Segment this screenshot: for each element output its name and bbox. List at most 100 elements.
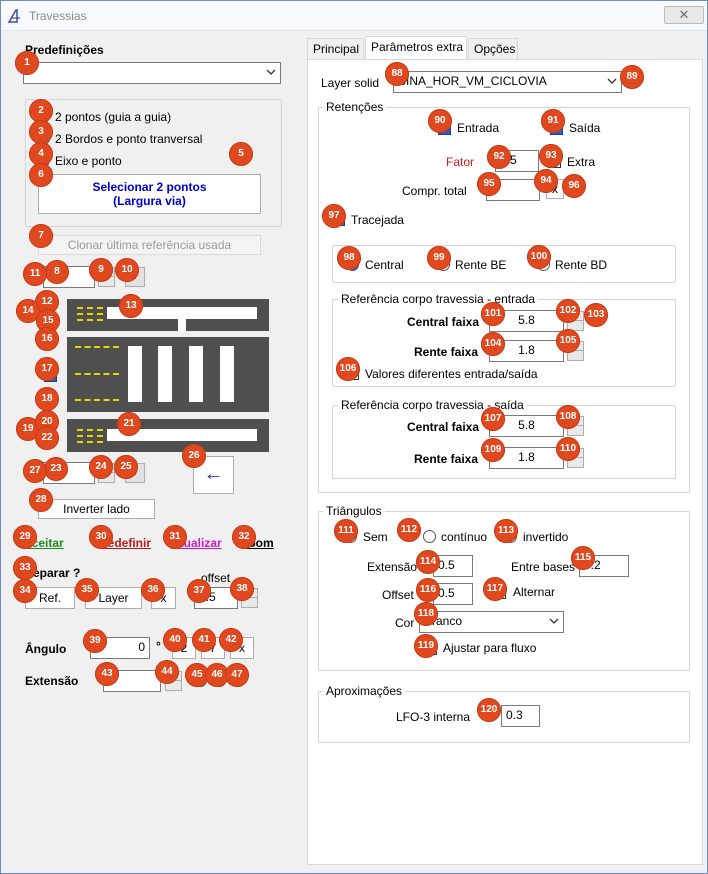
cor-label: Cor bbox=[395, 616, 415, 630]
marker-101: 101 bbox=[481, 302, 505, 326]
ref-button[interactable]: Ref. bbox=[25, 587, 75, 609]
tab-opcoes[interactable]: Opções bbox=[468, 38, 518, 60]
layer-solid-select[interactable]: SINA_HOR_VM_CICLOVIA bbox=[393, 71, 622, 93]
saida-rente-label: Rente faixa bbox=[414, 452, 479, 466]
extra-label: Extra bbox=[567, 155, 596, 169]
continuo-radio[interactable] bbox=[423, 530, 436, 543]
title-bar: Travessias ✕ bbox=[1, 1, 707, 31]
lane-dash-2 bbox=[75, 373, 119, 375]
marker-116: 116 bbox=[416, 578, 440, 602]
separar-x-label: x bbox=[160, 591, 167, 605]
marker-32: 32 bbox=[232, 525, 256, 549]
marker-39: 39 bbox=[83, 629, 107, 653]
arrow-left-button[interactable]: ← bbox=[193, 456, 234, 494]
marker-16: 16 bbox=[35, 327, 59, 351]
stop-line-top-stem bbox=[178, 319, 186, 331]
select-2-points-button[interactable]: Selecionar 2 pontos (Largura via) bbox=[38, 174, 261, 214]
marker-17: 17 bbox=[35, 357, 59, 381]
predef-select[interactable] bbox=[23, 62, 281, 84]
lfo-label: LFO-3 interna bbox=[396, 710, 471, 724]
rente-be-label: Rente BE bbox=[455, 258, 507, 272]
layer-solid-value: SINA_HOR_VM_CICLOVIA bbox=[398, 74, 547, 88]
tri-extensao-label: Extensão bbox=[367, 560, 418, 574]
marker-35: 35 bbox=[75, 578, 99, 602]
marker-6: 6 bbox=[29, 163, 53, 187]
diff-values-label: Valores diferentes entrada/saída bbox=[365, 367, 538, 381]
marker-37: 37 bbox=[187, 579, 211, 603]
marker-114: 114 bbox=[416, 550, 440, 574]
continuo-label: contínuo bbox=[441, 530, 488, 544]
retencoes-group bbox=[318, 107, 690, 493]
dash-line-top-2 bbox=[77, 313, 103, 315]
zebra-stripe-1 bbox=[128, 346, 142, 402]
marker-89: 89 bbox=[620, 65, 644, 89]
tab-parametros-extra[interactable]: Parâmetros extra bbox=[365, 36, 467, 60]
marker-111: 111 bbox=[334, 519, 358, 543]
central-radio-label: Central bbox=[365, 258, 404, 272]
window-title: Travessias bbox=[29, 9, 87, 23]
layer-button-label: Layer bbox=[98, 591, 129, 605]
marker-34: 34 bbox=[13, 579, 37, 603]
app-icon bbox=[8, 9, 20, 23]
marker-42: 42 bbox=[219, 628, 243, 652]
lfo-input[interactable]: 0.3 bbox=[501, 705, 540, 727]
mode-group bbox=[25, 99, 282, 227]
marker-26: 26 bbox=[182, 444, 206, 468]
marker-100: 100 bbox=[527, 245, 551, 269]
saida-central-input[interactable]: 5.8 bbox=[489, 415, 564, 437]
compr-total-x-label: x bbox=[552, 182, 558, 196]
layer-button[interactable]: Layer bbox=[85, 587, 142, 609]
marker-96: 96 bbox=[562, 174, 586, 198]
marker-11: 11 bbox=[23, 262, 47, 286]
angle-button-7-label: 7 bbox=[209, 641, 217, 655]
marker-98: 98 bbox=[337, 246, 361, 270]
marker-24: 24 bbox=[89, 455, 113, 479]
marker-115: 115 bbox=[571, 546, 595, 570]
predef-label: Predefinições bbox=[25, 43, 104, 57]
marker-5: 5 bbox=[229, 142, 253, 166]
marker-4: 4 bbox=[29, 142, 53, 166]
layer-solid-label: Layer solid bbox=[321, 76, 380, 90]
sem-label: Sem bbox=[363, 530, 388, 544]
extensao-label: Extensão bbox=[25, 674, 79, 688]
mode-label-2bordos: 2 Bordos e ponto tranversal bbox=[55, 132, 203, 146]
alinhamento-group bbox=[332, 245, 676, 283]
marker-44: 44 bbox=[155, 660, 179, 684]
marker-30: 30 bbox=[89, 525, 113, 549]
marker-104: 104 bbox=[481, 332, 505, 356]
marker-105: 105 bbox=[556, 329, 580, 353]
saida-rente-value: 1.8 bbox=[518, 450, 535, 464]
marker-107: 107 bbox=[481, 407, 505, 431]
tri-extensao-input[interactable]: 0.5 bbox=[433, 555, 473, 577]
close-button[interactable]: ✕ bbox=[664, 6, 704, 24]
clone-reference-button[interactable]: Clonar última referência usada bbox=[38, 235, 261, 255]
marker-10: 10 bbox=[115, 258, 139, 282]
select-button-line1: Selecionar 2 pontos bbox=[92, 180, 207, 194]
angle-button-2-label: 2 bbox=[180, 641, 188, 655]
tab-principal[interactable]: Principal bbox=[307, 38, 364, 60]
marker-2: 2 bbox=[29, 99, 53, 123]
marker-102: 102 bbox=[556, 299, 580, 323]
lfo-value: 0.3 bbox=[506, 708, 523, 722]
clone-button-label: Clonar última referência usada bbox=[67, 238, 232, 252]
marker-31: 31 bbox=[163, 525, 187, 549]
invert-side-button[interactable]: Inverter lado bbox=[38, 499, 155, 519]
chevron-down-icon bbox=[549, 618, 559, 624]
saida-label: Saída bbox=[569, 121, 601, 135]
marker-27: 27 bbox=[23, 459, 47, 483]
saida-central-value: 5.8 bbox=[518, 418, 535, 432]
marker-7: 7 bbox=[29, 224, 53, 248]
cor-select[interactable]: Branco bbox=[419, 611, 564, 633]
entrada-central-input[interactable]: 5.8 bbox=[489, 310, 564, 332]
aproximacoes-legend: Aproximações bbox=[323, 684, 406, 698]
invertido-label: invertido bbox=[523, 530, 569, 544]
rente-bd-label: Rente BD bbox=[555, 258, 608, 272]
ajustar-fluxo-label: Ajustar para fluxo bbox=[443, 641, 537, 655]
marker-38: 38 bbox=[230, 577, 254, 601]
compr-total-label: Compr. total bbox=[402, 184, 467, 198]
saida-rente-input[interactable]: 1.8 bbox=[489, 447, 564, 469]
marker-36: 36 bbox=[141, 578, 165, 602]
marker-110: 110 bbox=[556, 437, 580, 461]
ref-saida-legend: Referência corpo travessia - saída bbox=[338, 398, 527, 412]
